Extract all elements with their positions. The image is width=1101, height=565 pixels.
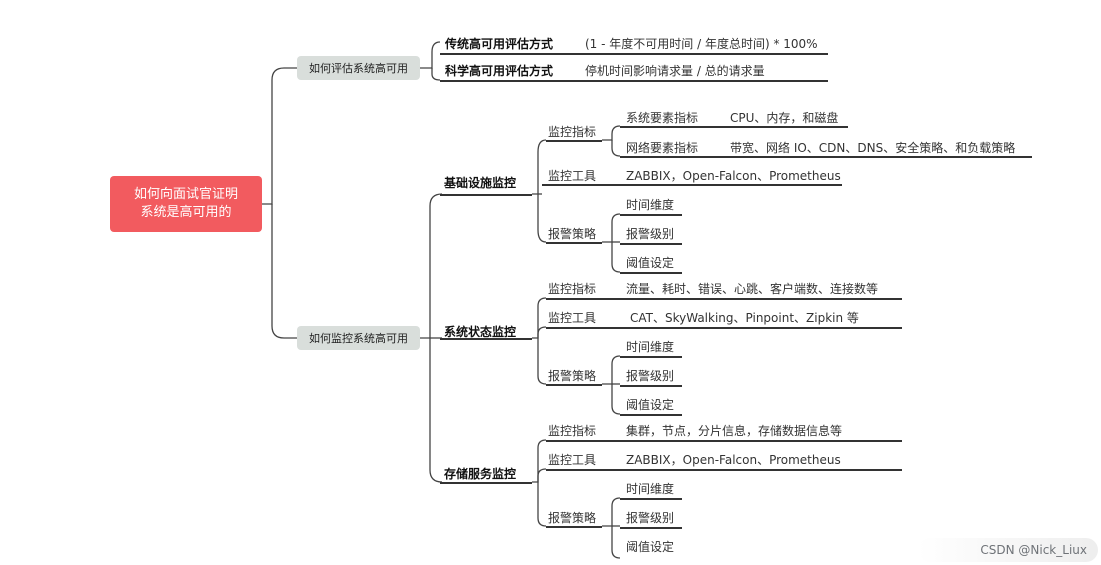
state-alert-threshold-underline	[620, 414, 682, 416]
infra-tools-underline	[542, 184, 842, 186]
storage-tools-underline	[546, 469, 902, 471]
storage-alert-time-underline	[620, 498, 682, 500]
infra-net-metrics-value[interactable]: 带宽、网络 IO、CDN、DNS、安全策略、和负载策略	[730, 141, 1016, 155]
state-alert-time-underline	[620, 356, 682, 358]
root-line-2: 系统是高可用的	[140, 205, 232, 220]
eval-traditional-value[interactable]: (1 - 年度不可用时间 / 年度总时间) * 100%	[585, 37, 818, 51]
watermark-backdrop	[918, 538, 1098, 562]
storage-alert-time[interactable]: 时间维度	[626, 482, 675, 496]
state-tools-underline	[546, 327, 902, 329]
infra-metrics-underline	[546, 140, 602, 142]
infra-monitor-label[interactable]: 基础设施监控	[444, 176, 517, 190]
infra-alert-threshold-underline	[620, 272, 682, 274]
storage-alert-label[interactable]: 报警策略	[548, 511, 597, 525]
state-tools-value[interactable]: CAT、SkyWalking、Pinpoint、Zipkin 等	[630, 311, 859, 325]
eval-scientific-label[interactable]: 科学高可用评估方式	[445, 64, 554, 78]
infra-alert-threshold[interactable]: 阈值设定	[626, 256, 675, 270]
infra-sys-metrics-value[interactable]: CPU、内存，和磁盘	[730, 111, 839, 125]
state-alert-threshold[interactable]: 阈值设定	[626, 398, 675, 412]
state-alert-time[interactable]: 时间维度	[626, 340, 675, 354]
root-line-1: 如何向面试官证明	[133, 187, 238, 202]
state-metrics-label[interactable]: 监控指标	[548, 282, 597, 296]
state-metrics-underline	[546, 298, 902, 300]
infra-monitor-underline	[440, 194, 532, 196]
state-alert-label[interactable]: 报警策略	[548, 369, 597, 383]
infra-net-metrics-label[interactable]: 网络要素指标	[626, 141, 699, 155]
infra-alert-time-underline	[620, 214, 682, 216]
infra-tools-value[interactable]: ZABBIX，Open-Falcon、Prometheus	[626, 169, 841, 183]
storage-metrics-underline	[546, 440, 902, 442]
infra-alert-level-underline	[620, 243, 682, 245]
topic-monitor-label: 如何监控系统高可用	[309, 332, 408, 345]
eval-scientific-value[interactable]: 停机时间影响请求量 / 总的请求量	[585, 64, 765, 78]
storage-alert-threshold[interactable]: 阈值设定	[626, 540, 675, 554]
state-alert-level-underline	[620, 385, 682, 387]
infra-tools-label[interactable]: 监控工具	[548, 169, 597, 183]
infra-sys-metrics-label[interactable]: 系统要素指标	[626, 111, 699, 125]
storage-alert-level-underline	[620, 527, 682, 529]
storage-tools-value[interactable]: ZABBIX，Open-Falcon、Prometheus	[626, 453, 841, 467]
storage-alert-underline	[546, 526, 602, 528]
eval-traditional-label[interactable]: 传统高可用评估方式	[445, 37, 554, 51]
storage-monitor-label[interactable]: 存储服务监控	[444, 467, 517, 481]
state-monitor-label[interactable]: 系统状态监控	[444, 325, 517, 339]
infra-alert-label[interactable]: 报警策略	[548, 227, 597, 241]
state-tools-label[interactable]: 监控工具	[548, 311, 597, 325]
root-topic[interactable]: 如何向面试官证明 系统是高可用的	[110, 176, 262, 232]
infra-alert-level[interactable]: 报警级别	[626, 227, 675, 241]
storage-alert-level[interactable]: 报警级别	[626, 511, 675, 525]
topic-monitor-availability[interactable]: 如何监控系统高可用	[297, 326, 420, 350]
topic-eval-label: 如何评估系统高可用	[309, 62, 408, 75]
storage-monitor-underline	[440, 482, 532, 484]
state-alert-underline	[546, 384, 602, 386]
infra-metrics-label[interactable]: 监控指标	[548, 125, 597, 139]
state-alert-level[interactable]: 报警级别	[626, 369, 675, 383]
state-metrics-value[interactable]: 流量、耗时、错误、心跳、客户端数、连接数等	[626, 282, 879, 296]
eval-scientific-underline	[440, 80, 828, 82]
infra-alert-underline	[546, 242, 602, 244]
storage-metrics-value[interactable]: 集群，节点，分片信息，存储数据信息等	[626, 424, 843, 438]
storage-metrics-label[interactable]: 监控指标	[548, 424, 597, 438]
infra-sys-metrics-underline	[620, 126, 848, 128]
infra-alert-time[interactable]: 时间维度	[626, 198, 675, 212]
storage-tools-label[interactable]: 监控工具	[548, 453, 597, 467]
state-monitor-underline	[440, 338, 532, 340]
topic-eval-availability[interactable]: 如何评估系统高可用	[297, 56, 420, 80]
watermark: CSDN @Nick_Liux	[980, 543, 1087, 557]
infra-net-metrics-underline	[620, 156, 1032, 158]
eval-traditional-underline	[440, 53, 828, 55]
